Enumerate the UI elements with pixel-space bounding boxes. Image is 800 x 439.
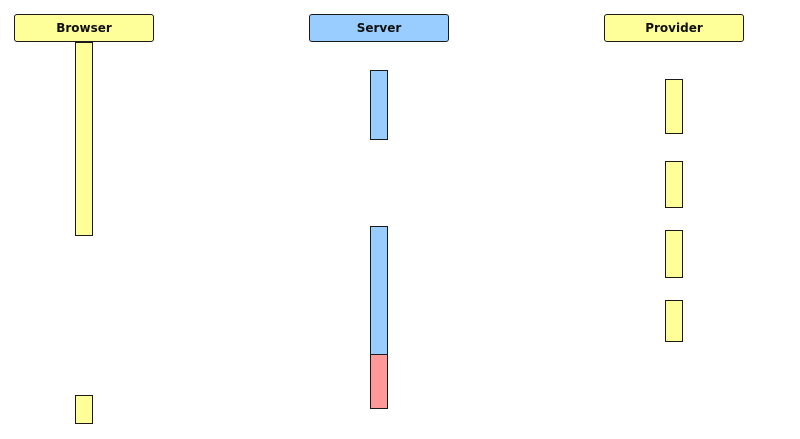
provider-activation-4 <box>665 300 683 342</box>
provider-activation-2 <box>665 161 683 208</box>
server-activation-1 <box>370 70 388 140</box>
server-activation-2 <box>370 226 388 355</box>
provider-activation-3 <box>665 230 683 278</box>
lane-label-browser: Browser <box>56 21 112 35</box>
lane-header-browser: Browser <box>14 14 154 42</box>
lane-label-server: Server <box>356 21 402 35</box>
browser-activation-1 <box>75 42 93 236</box>
browser-activation-2 <box>75 395 93 424</box>
server-activation-3 <box>370 354 388 409</box>
lane-header-provider: Provider <box>604 14 744 42</box>
lane-header-server: Server <box>309 14 449 42</box>
lane-label-provider: Provider <box>645 21 703 35</box>
provider-activation-1 <box>665 79 683 134</box>
